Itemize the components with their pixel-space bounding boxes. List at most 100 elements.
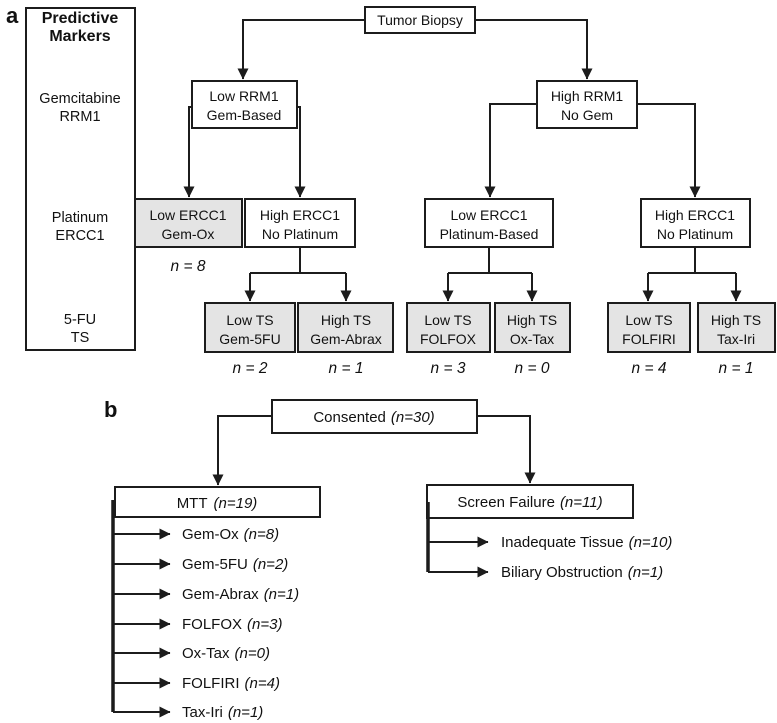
low-ercc1-platinumbased-line2: Platinum-Based	[440, 226, 539, 242]
oxtax-line2: Ox-Tax	[510, 331, 554, 347]
high-rrm1-line2: No Gem	[561, 107, 613, 123]
folfiri-n-label: n = 4	[632, 360, 667, 377]
high-ercc1-right-line2: No Platinum	[657, 226, 733, 242]
gem5fu-line1: Low TS	[226, 312, 273, 328]
mtt-item-folfox: FOLFOX(n=3)	[182, 616, 282, 633]
split-noplatinum-left	[250, 247, 346, 274]
screen-failure-label: Screen Failure(n=11)	[457, 494, 602, 511]
legend-box	[25, 7, 136, 351]
panel-b-label: b	[104, 397, 117, 422]
high-rrm1-rect	[536, 80, 638, 129]
mtt-label: MTT(n=19)	[177, 495, 258, 512]
connector-highrrm1-to-noplatinum	[637, 103, 701, 198]
consented-box: Consented(n=30)	[271, 399, 478, 434]
mtt-item-folfiri: FOLFIRI(n=4)	[182, 675, 280, 692]
low-ercc1-platinumbased-line1: Low ERCC1	[450, 207, 527, 223]
folfox-line1: Low TS	[424, 312, 471, 328]
mtt-item-gemabrax: Gem-Abrax(n=1)	[182, 586, 299, 603]
low-ts-folfox-box: Low TS FOLFOX n = 3	[406, 302, 491, 377]
panel-b: b Consented(n=30) MTT(n=19) Screen Failu…	[104, 397, 672, 721]
legend-row-gemcitabine: Gemcitabine	[39, 91, 120, 107]
legend-row-ts: TS	[71, 330, 90, 346]
folfiri-line1: Low TS	[625, 312, 672, 328]
high-ercc1-noplatinum-left-box: High ERCC1 No Platinum	[244, 198, 356, 248]
folfiri-line2: FOLFIRI	[622, 331, 676, 347]
low-ercc1-platinumbased-rect	[424, 198, 554, 248]
gemabrax-line2: Gem-Abrax	[310, 331, 382, 347]
connector-lowrrm1-to-noplatinum	[294, 106, 306, 198]
high-ercc1-noplatinum-left-rect	[244, 198, 356, 248]
mtt-item-oxtax: Ox-Tax(n=0)	[182, 645, 270, 662]
low-ercc1-gemox-rect	[134, 198, 243, 248]
high-ts-taxiri-box: High TS Tax-Iri n = 1	[697, 302, 776, 377]
mtt-box: MTT(n=19)	[114, 486, 321, 518]
mtt-item-gem5fu: Gem-5FU(n=2)	[182, 556, 288, 573]
taxiri-line2: Tax-Iri	[717, 331, 755, 347]
panel-a: a Predictive Markers Gemcitabine RRM1 Pl…	[6, 3, 776, 377]
high-ts-oxtax-box: High TS Ox-Tax n = 0	[494, 302, 571, 377]
connector-consented-to-screenfailure	[477, 415, 536, 484]
high-ercc1-left-line2: No Platinum	[262, 226, 338, 242]
low-ercc1-gemox-line1: Low ERCC1	[149, 207, 226, 223]
high-ercc1-right-line1: High ERCC1	[655, 207, 735, 223]
folfox-n-label: n = 3	[431, 360, 466, 377]
consented-rect	[271, 399, 478, 434]
split-noplatinum-right	[648, 247, 736, 274]
screen-failure-box: Screen Failure(n=11)	[426, 484, 634, 519]
legend-title-line1: Predictive	[42, 10, 119, 27]
connector-consented-to-mtt	[212, 415, 272, 486]
screen-failure-item-inadequate-tissue: Inadequate Tissue(n=10)	[501, 534, 672, 551]
high-rrm1-line1: High RRM1	[551, 88, 624, 104]
consented-label: Consented(n=30)	[313, 409, 434, 426]
gemox-n-label: n = 8	[171, 258, 206, 275]
legend-row-5fu: 5-FU	[64, 312, 96, 328]
legend-row-platinum: Platinum	[52, 210, 108, 226]
screen-failure-rect	[426, 484, 634, 519]
screen-failure-item-biliary-obstruction: Biliary Obstruction(n=1)	[501, 564, 663, 581]
predictive-markers-legend: Predictive Markers Gemcitabine RRM1 Plat…	[25, 7, 136, 351]
connector-lowrrm1-to-gemox	[183, 106, 195, 198]
taxiri-n-label: n = 1	[719, 360, 754, 377]
tumor-biopsy-label: Tumor Biopsy	[377, 12, 463, 28]
low-ercc1-gemox-line2: Gem-Ox	[162, 226, 215, 242]
gem5fu-line2: Gem-5FU	[219, 331, 280, 347]
high-ts-gemabrax-rect	[297, 302, 394, 353]
mtt-item-taxiri: Tax-Iri(n=1)	[182, 704, 263, 721]
low-ts-folfiri-rect	[607, 302, 691, 353]
low-ercc1-gemox-box: Low ERCC1 Gem-Ox n = 8	[134, 198, 243, 275]
oxtax-line1: High TS	[507, 312, 557, 328]
low-ts-folfiri-box: Low TS FOLFIRI n = 4	[607, 302, 691, 377]
folfox-line2: FOLFOX	[420, 331, 477, 347]
low-rrm1-rect	[191, 80, 298, 129]
low-rrm1-line1: Low RRM1	[209, 88, 278, 104]
tumor-biopsy-box: Tumor Biopsy	[364, 6, 476, 34]
gem5fu-n-label: n = 2	[233, 360, 268, 377]
connector-root-to-high-rrm1	[475, 19, 593, 80]
gemabrax-n-label: n = 1	[329, 360, 364, 377]
legend-row-ercc1: ERCC1	[55, 228, 104, 244]
taxiri-line1: High TS	[711, 312, 761, 328]
connector-root-to-low-rrm1	[237, 19, 365, 80]
mtt-item-gemox: Gem-Ox(n=8)	[182, 526, 279, 543]
split-platinumbased	[448, 247, 532, 274]
high-ercc1-noplatinum-right-box: High ERCC1 No Platinum	[640, 198, 751, 248]
high-ercc1-left-line1: High ERCC1	[260, 207, 340, 223]
low-rrm1-line2: Gem-Based	[207, 107, 282, 123]
high-ts-gemabrax-box: High TS Gem-Abrax n = 1	[297, 302, 394, 377]
oxtax-n-label: n = 0	[515, 360, 550, 377]
high-ts-taxiri-rect	[697, 302, 776, 353]
high-rrm1-box: High RRM1 No Gem	[536, 80, 638, 129]
panel-a-label: a	[6, 3, 19, 28]
legend-title-line2: Markers	[49, 28, 110, 45]
gemabrax-line1: High TS	[321, 312, 371, 328]
high-ts-oxtax-rect	[494, 302, 571, 353]
low-rrm1-box: Low RRM1 Gem-Based	[191, 80, 298, 129]
legend-row-rrm1: RRM1	[59, 109, 100, 125]
low-ts-gem5fu-rect	[204, 302, 296, 353]
mtt-rect	[114, 486, 321, 518]
high-ercc1-noplatinum-right-rect	[640, 198, 751, 248]
low-ts-gem5fu-box: Low TS Gem-5FU n = 2	[204, 302, 296, 377]
low-ercc1-platinumbased-box: Low ERCC1 Platinum-Based	[424, 198, 554, 248]
connector-highrrm1-to-platinumbased	[484, 103, 537, 198]
